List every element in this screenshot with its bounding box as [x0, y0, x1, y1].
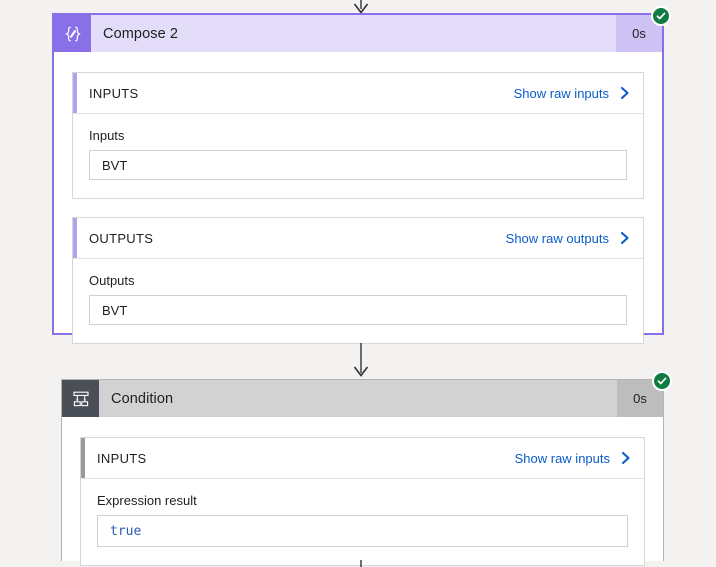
section-body-outputs: Outputs BVT — [73, 259, 643, 343]
chevron-right-icon — [620, 450, 632, 466]
field-value-expression-result[interactable]: true — [97, 515, 628, 547]
action-card-compose-2[interactable]: Compose 2 0s INPUTS Show raw inputs — [52, 6, 671, 344]
card-header-compose-2[interactable]: Compose 2 0s — [54, 6, 671, 52]
card-title-compose-2: Compose 2 — [103, 25, 179, 42]
section-header-outputs: OUTPUTS Show raw outputs — [73, 218, 643, 259]
field-label-expression-result: Expression result — [97, 493, 197, 508]
show-raw-inputs-label: Show raw inputs — [514, 450, 610, 466]
section-label-inputs: INPUTS — [89, 85, 139, 101]
section-accent-bar — [81, 438, 85, 478]
section-label-inputs: INPUTS — [97, 450, 147, 466]
compose-to-condition-connector — [352, 343, 370, 377]
field-value-inputs[interactable]: BVT — [89, 150, 627, 180]
section-accent-bar — [73, 218, 77, 258]
show-raw-inputs-link[interactable]: Show raw inputs — [514, 85, 631, 101]
action-card-condition[interactable]: Condition 0s INPUTS Show raw inputs — [61, 371, 672, 566]
top-connector — [352, 0, 370, 14]
card-title-condition: Condition — [111, 390, 174, 407]
section-outputs-compose-2: OUTPUTS Show raw outputs Outputs BVT — [72, 217, 644, 344]
condition-branch-icon — [62, 380, 99, 417]
section-label-outputs: OUTPUTS — [89, 230, 154, 246]
section-inputs-condition: INPUTS Show raw inputs Expression result… — [80, 437, 645, 566]
field-value-outputs[interactable]: BVT — [89, 295, 627, 325]
card-body-compose-2: INPUTS Show raw inputs Inputs BVT — [54, 52, 662, 344]
show-raw-inputs-link[interactable]: Show raw inputs — [515, 450, 632, 466]
arrow-down-icon — [353, 343, 369, 377]
card-duration-condition: 0s — [617, 380, 663, 417]
section-inputs-compose-2: INPUTS Show raw inputs Inputs BVT — [72, 72, 644, 199]
status-badge-condition — [652, 371, 672, 391]
chevron-right-icon — [619, 230, 631, 246]
status-badge-compose-2 — [651, 6, 671, 26]
compose-braces-icon — [54, 15, 91, 52]
arrow-down-icon — [360, 560, 362, 567]
field-label-inputs: Inputs — [89, 128, 125, 143]
section-accent-bar — [73, 73, 77, 113]
show-raw-outputs-label: Show raw outputs — [505, 230, 609, 246]
section-header-inputs: INPUTS Show raw inputs — [73, 73, 643, 114]
check-circle-icon — [657, 377, 667, 385]
card-header-condition[interactable]: Condition 0s — [62, 371, 672, 417]
chevron-right-icon — [619, 85, 631, 101]
bottom-connector — [352, 560, 370, 567]
section-header-inputs: INPUTS Show raw inputs — [81, 438, 644, 479]
arrow-down-icon — [353, 0, 369, 14]
section-body-inputs: Inputs BVT — [73, 114, 643, 198]
show-raw-inputs-label: Show raw inputs — [513, 85, 609, 101]
card-duration-compose-2: 0s — [616, 15, 662, 52]
card-body-condition: INPUTS Show raw inputs Expression result… — [62, 417, 663, 566]
field-label-outputs: Outputs — [89, 273, 135, 288]
show-raw-outputs-link[interactable]: Show raw outputs — [506, 230, 631, 246]
check-circle-icon — [656, 12, 666, 20]
section-body-inputs: Expression result true — [81, 479, 644, 565]
